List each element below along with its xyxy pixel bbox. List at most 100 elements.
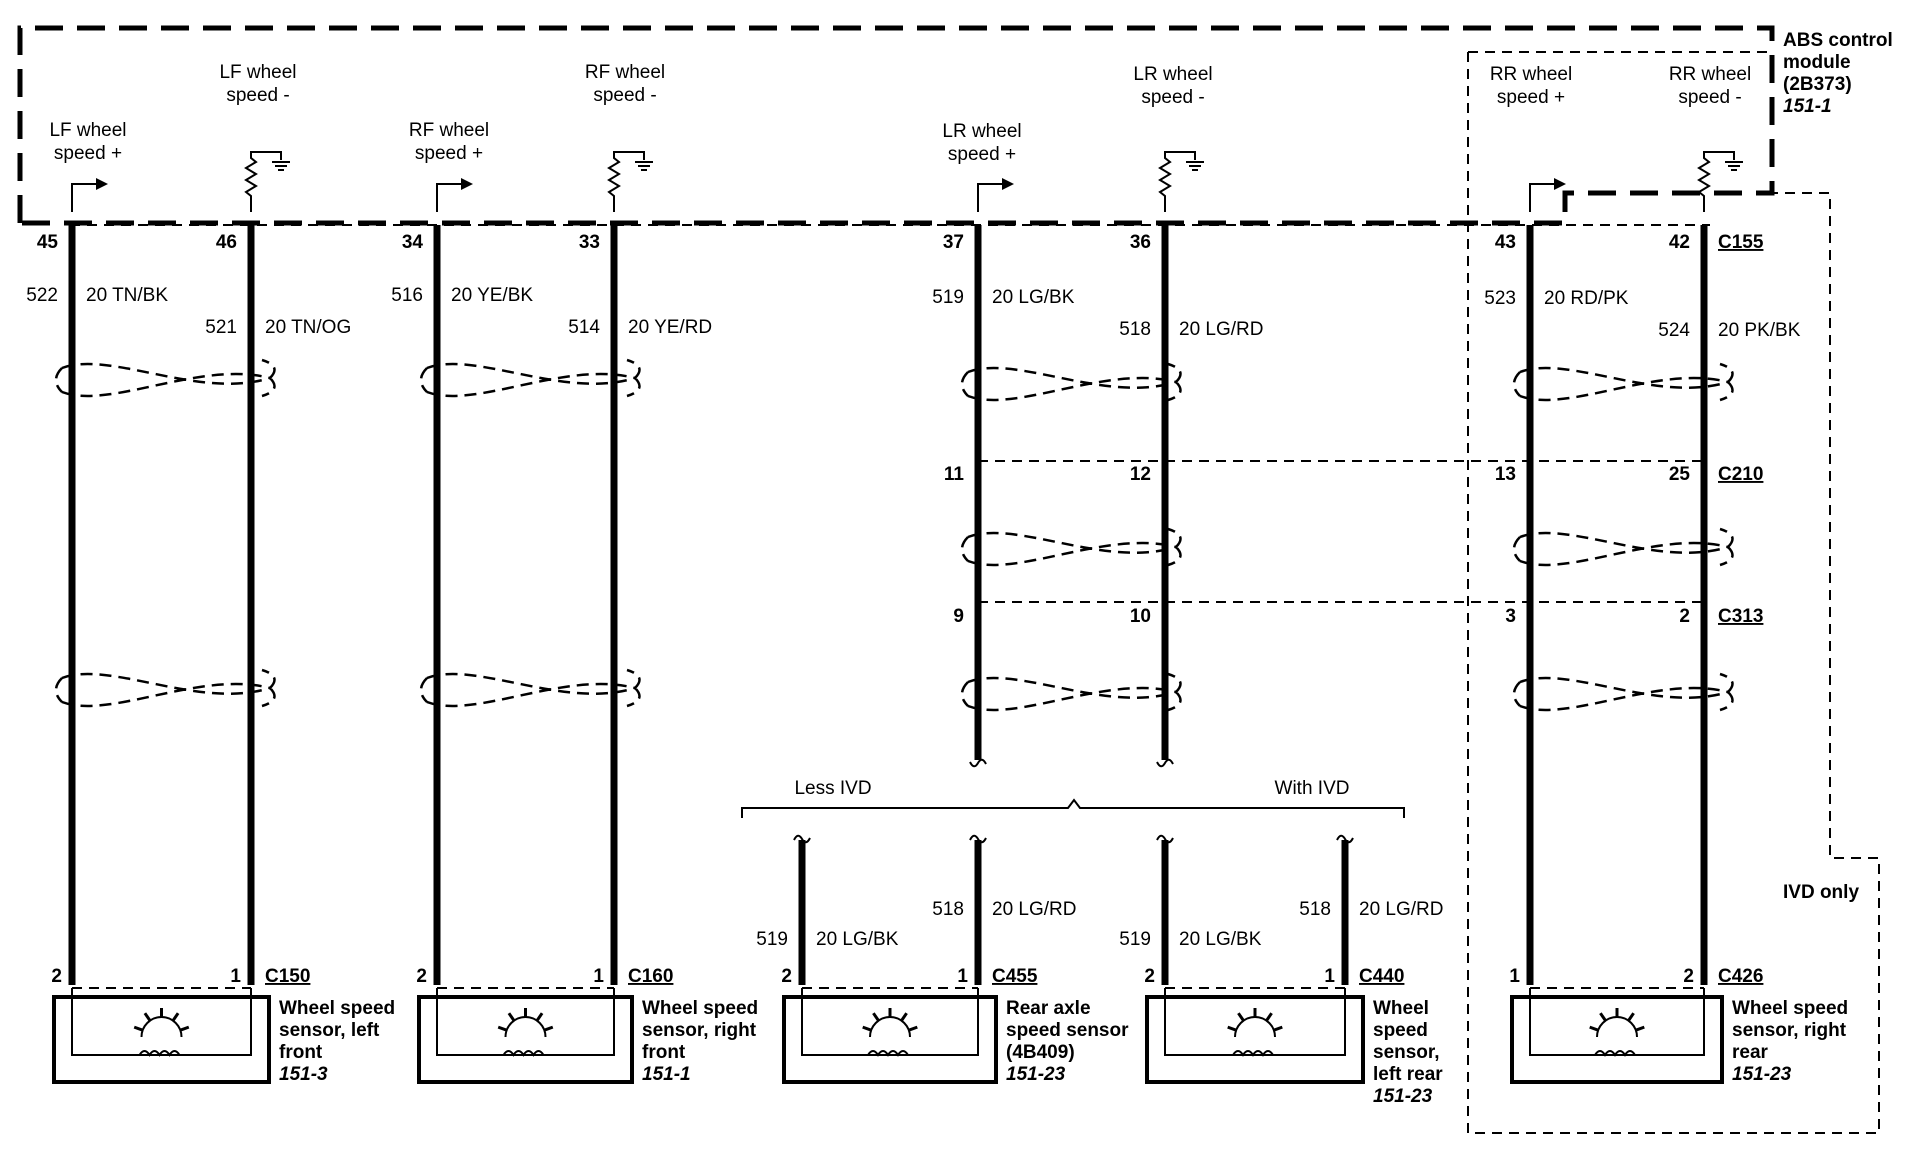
abs-module-label: ABS control module (2B373) 151-1 [1783,30,1893,117]
svg-text:speed -: speed - [226,85,289,106]
svg-text:speed +: speed + [54,143,122,164]
sensor-ref: 151-1 [642,1064,691,1085]
sensor-body [782,995,998,1084]
c155-pins: 45 46 34 33 37 36 43 42 C155 [37,232,1764,253]
svg-text:521: 521 [205,317,237,338]
svg-text:20 TN/OG: 20 TN/OG [265,317,351,338]
svg-text:speed +: speed + [415,143,483,164]
break-symbols [793,758,1354,844]
sensor-tone-wheel-icon [1227,1008,1283,1057]
svg-text:20 PK/BK: 20 PK/BK [1718,320,1801,341]
sensor-pin-left: 2 [781,966,792,987]
svg-text:C210: C210 [1718,464,1763,485]
svg-text:2: 2 [1679,606,1690,627]
svg-text:34: 34 [402,232,424,253]
svg-text:Less IVD: Less IVD [794,778,871,799]
svg-text:LF wheel: LF wheel [49,120,126,141]
svg-text:20 LG/BK: 20 LG/BK [816,929,899,950]
sensor-label-line: speed sensor [1006,1020,1129,1041]
sensor-connector-name: C150 [265,966,310,987]
svg-text:3: 3 [1505,606,1516,627]
svg-text:518: 518 [932,899,964,920]
sensor-tone-wheel-icon [497,1008,554,1057]
signal-labels: LF wheel speed + LF wheel speed - RF whe… [49,62,1751,165]
sensor-pin-right: 1 [1324,966,1335,987]
svg-text:LF wheel: LF wheel [219,62,296,83]
sensor-label-line: front [642,1042,686,1063]
sensor-label-line: sensor, left [279,1020,380,1041]
sensor-label-line: Rear axle [1006,998,1091,1019]
sensor-label-line: speed [1373,1020,1428,1041]
sensor-inner-circuit [801,988,979,1056]
svg-text:25: 25 [1669,464,1691,485]
svg-text:C313: C313 [1718,606,1763,627]
svg-text:With IVD: With IVD [1275,778,1350,799]
svg-text:20 LG/RD: 20 LG/RD [992,899,1076,920]
sensor-label-line: sensor, right [642,1020,757,1041]
svg-text:9: 9 [953,606,964,627]
sensor-pin-left: 2 [51,966,62,987]
svg-text:20 YE/BK: 20 YE/BK [451,285,533,306]
svg-text:523: 523 [1484,288,1516,309]
svg-text:LR wheel: LR wheel [942,121,1021,142]
svg-text:13: 13 [1495,464,1516,485]
svg-text:20 LG/RD: 20 LG/RD [1359,899,1443,920]
sensor-pin-left: 2 [416,966,427,987]
svg-text:20 LG/BK: 20 LG/BK [1179,929,1262,950]
sensor-pin-right: 1 [957,966,968,987]
twisted-pair-symbols [54,358,1734,712]
svg-text:20 YE/RD: 20 YE/RD [628,317,712,338]
svg-text:519: 519 [932,287,964,308]
svg-text:42: 42 [1669,232,1690,253]
svg-text:20 TN/BK: 20 TN/BK [86,285,168,306]
sensor-inner-circuit [71,988,252,1056]
sensor-tone-wheel-icon [1589,1008,1645,1057]
svg-text:RF wheel: RF wheel [409,120,489,141]
sensor-inner-circuit [1164,988,1346,1056]
sensor-body [417,995,634,1084]
svg-text:10: 10 [1130,606,1151,627]
sensor-connector-name: C160 [628,966,673,987]
sensor-tone-wheel-icon [133,1008,190,1057]
sensor-connector-name: C455 [992,966,1038,987]
sensor-pin-left: 1 [1509,966,1520,987]
svg-text:37: 37 [943,232,964,253]
sensor-inner-circuit [1529,988,1705,1056]
svg-text:518: 518 [1119,319,1151,340]
svg-text:speed -: speed - [1678,87,1741,108]
ivd-branch-brace: Less IVD With IVD IVD only [741,778,1859,903]
circuit-labels: 522 20 TN/BK 521 20 TN/OG 516 20 YE/BK 5… [26,285,1800,950]
svg-text:(2B373): (2B373) [1783,74,1852,95]
svg-text:20 RD/PK: 20 RD/PK [1544,288,1629,309]
svg-text:36: 36 [1130,232,1151,253]
svg-text:519: 519 [1119,929,1151,950]
svg-text:ABS control: ABS control [1783,30,1893,51]
sensor-pin-right: 1 [230,966,241,987]
svg-text:speed +: speed + [1497,87,1565,108]
svg-text:C155: C155 [1718,232,1764,253]
svg-text:524: 524 [1658,320,1690,341]
svg-text:519: 519 [756,929,788,950]
sensor-label-line: front [279,1042,323,1063]
c313-pins: 9 10 3 2 C313 [953,606,1763,627]
svg-text:IVD only: IVD only [1783,882,1859,903]
svg-text:516: 516 [391,285,423,306]
svg-text:43: 43 [1495,232,1516,253]
sensor-body [1510,995,1724,1084]
sensor-pin-left: 2 [1144,966,1155,987]
svg-text:11: 11 [944,464,965,485]
sensor-connector-name: C440 [1359,966,1404,987]
sensor-label-line: sensor, right [1732,1020,1847,1041]
sensor-label-line: Wheel speed [1732,998,1848,1019]
sensor-pin-right: 2 [1683,966,1694,987]
svg-text:46: 46 [216,232,237,253]
svg-text:12: 12 [1130,464,1151,485]
sensor-label-line: Wheel speed [279,998,395,1019]
svg-text:33: 33 [579,232,600,253]
reference-flags [71,178,1566,212]
